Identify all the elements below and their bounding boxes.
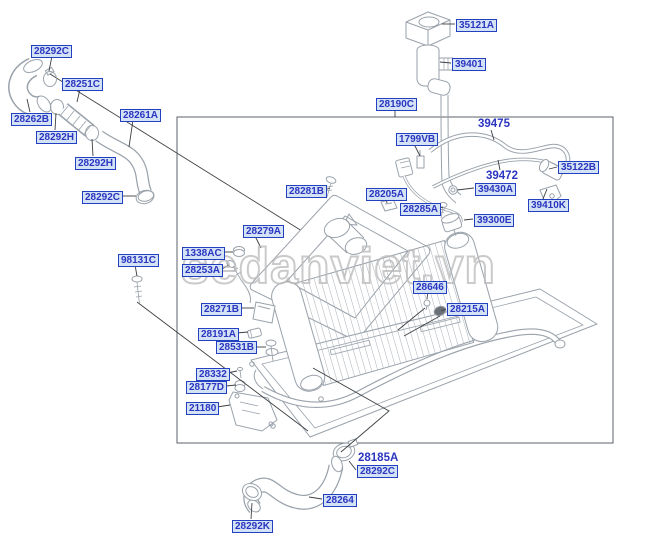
part-label-35122b[interactable]: 35122B	[558, 161, 600, 174]
part-label-28292c-1[interactable]: 28292C	[31, 45, 73, 58]
part-label-28177d[interactable]: 28177D	[186, 381, 228, 394]
bolt-28253a-drawing	[226, 260, 251, 304]
part-label-28205a[interactable]: 28205A	[366, 188, 408, 201]
small-parts-drawing	[131, 176, 447, 432]
part-label-1799vb[interactable]: 1799VB	[396, 133, 439, 146]
part-label-28292h-2[interactable]: 28292H	[75, 157, 117, 170]
part-label-28261a[interactable]: 28261A	[120, 109, 162, 122]
part-label-28292k[interactable]: 28292K	[232, 520, 274, 533]
part-label-28292h-1[interactable]: 28292H	[36, 131, 78, 144]
part-label-28292c-2[interactable]: 28292C	[82, 191, 124, 204]
outlet-hose-assembly-drawing	[241, 438, 359, 513]
part-label-28292c-3[interactable]: 28292C	[357, 465, 399, 478]
bolt-28531b-drawing	[265, 339, 279, 362]
nut-1338ac-drawing	[233, 246, 245, 257]
part-label-28332[interactable]: 28332	[196, 368, 230, 381]
part-label-28262b[interactable]: 28262B	[11, 113, 53, 126]
screw-98131c-drawing	[131, 275, 143, 304]
part-label-1338ac[interactable]: 1338AC	[182, 247, 225, 260]
part-label-39410k[interactable]: 39410K	[528, 199, 570, 212]
part-label-21180[interactable]: 21180	[186, 402, 220, 415]
leader-lines	[26, 23, 558, 520]
part-label-28646[interactable]: 28646	[413, 281, 447, 294]
sensor-35122b-drawing	[538, 159, 565, 181]
clamp-28292h-1-drawing	[50, 99, 64, 115]
inlet-hose-assembly-drawing	[8, 57, 155, 205]
clip-28646-drawing	[423, 299, 431, 307]
reference-line	[49, 73, 319, 242]
bracket-28271b-drawing	[252, 301, 276, 324]
part-label-28285a[interactable]: 28285A	[400, 203, 442, 216]
part-label-98131c[interactable]: 98131C	[118, 254, 160, 267]
bracket-21180-drawing	[228, 391, 278, 432]
part-label-28271b[interactable]: 28271B	[201, 303, 243, 316]
part-label-39475: 39475	[478, 118, 510, 130]
part-label-39472: 39472	[486, 170, 518, 182]
sensor-39300e-drawing	[440, 213, 463, 236]
part-label-28264[interactable]: 28264	[323, 494, 357, 507]
clip-28191a-drawing	[247, 327, 262, 339]
part-label-28253a[interactable]: 28253A	[182, 264, 224, 277]
part-label-35121a[interactable]: 35121A	[456, 19, 498, 32]
part-label-39300e[interactable]: 39300E	[474, 214, 515, 227]
fitting-39430a-drawing	[448, 185, 458, 195]
part-label-28531b[interactable]: 28531B	[216, 341, 258, 354]
part-label-28191a[interactable]: 28191A	[198, 328, 240, 341]
pin-28332-drawing	[237, 366, 243, 379]
nut-28177d-drawing	[234, 380, 246, 392]
part-label-28190c[interactable]: 28190C	[376, 98, 418, 111]
vacuum-valve-assembly-drawing	[395, 11, 571, 236]
part-label-28251c[interactable]: 28251C	[62, 78, 104, 91]
clamp-28292c-top-drawing	[43, 71, 57, 87]
under-cover-and-pipe-drawing	[249, 288, 598, 438]
part-label-28185a: 28185A	[358, 452, 399, 464]
part-label-28215a[interactable]: 28215A	[447, 303, 489, 316]
part-label-39430a[interactable]: 39430A	[475, 183, 517, 196]
part-label-28281b[interactable]: 28281B	[286, 185, 328, 198]
part-label-28279a[interactable]: 28279A	[243, 225, 285, 238]
part-label-39401[interactable]: 39401	[452, 58, 486, 71]
clamp-28292c-bottom-drawing	[135, 189, 155, 205]
